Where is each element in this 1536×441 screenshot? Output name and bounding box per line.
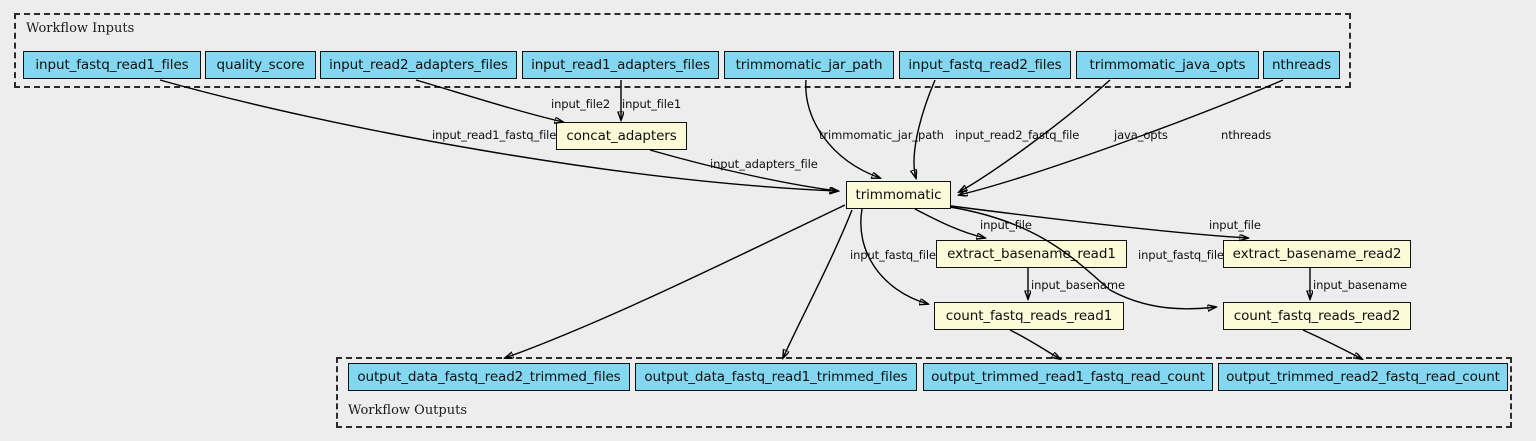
- edge-label-input_file-read1: input_file: [980, 218, 1032, 232]
- output-node-output_trimmed_read2_fastq_read_count[interactable]: output_trimmed_read2_fastq_read_count: [1218, 363, 1508, 391]
- step-node-concat_adapters[interactable]: concat_adapters: [556, 122, 687, 150]
- input-node-trimmomatic_jar_path[interactable]: trimmomatic_jar_path: [724, 51, 894, 79]
- step-node-count_fastq_reads_read1[interactable]: count_fastq_reads_read1: [934, 302, 1124, 330]
- edge-label-input_fastq_file-read2: input_fastq_file: [1138, 248, 1224, 262]
- output-node-output_data_fastq_read1_trimmed_files[interactable]: output_data_fastq_read1_trimmed_files: [635, 363, 917, 391]
- edge-label-input_read1_fastq_file: input_read1_fastq_file: [432, 128, 557, 142]
- edge-label-nthreads: nthreads: [1221, 128, 1272, 142]
- edge-count1-to-output-count1: [1009, 329, 1060, 359]
- workflow-outputs-label: Workflow Outputs: [348, 403, 467, 418]
- edge-label-input_fastq_file-read1: input_fastq_file: [850, 248, 936, 262]
- workflow-inputs-label: Workflow Inputs: [26, 21, 135, 36]
- input-node-nthreads[interactable]: nthreads: [1263, 51, 1340, 79]
- output-node-output_data_fastq_read2_trimmed_files[interactable]: output_data_fastq_read2_trimmed_files: [348, 363, 630, 391]
- edge-label-trimmomatic_jar_path: trimmomatic_jar_path: [819, 128, 944, 142]
- edge-label-input_read2_fastq_file: input_read2_fastq_file: [955, 128, 1080, 142]
- step-node-extract_basename_read2[interactable]: extract_basename_read2: [1223, 240, 1411, 268]
- input-node-quality_score[interactable]: quality_score: [205, 51, 316, 79]
- step-node-count_fastq_reads_read2[interactable]: count_fastq_reads_read2: [1223, 302, 1411, 330]
- input-node-trimmomatic_java_opts[interactable]: trimmomatic_java_opts: [1076, 51, 1259, 79]
- output-node-output_trimmed_read1_fastq_read_count[interactable]: output_trimmed_read1_fastq_read_count: [923, 363, 1213, 391]
- workflow-outputs-group: [336, 357, 1512, 428]
- input-node-input_fastq_read2_files[interactable]: input_fastq_read2_files: [899, 51, 1071, 79]
- edge-label-java_opts: java_opts: [1114, 128, 1168, 142]
- input-node-input_read1_adapters_files[interactable]: input_read1_adapters_files: [522, 51, 719, 79]
- edge-label-input_file1: input_file1: [622, 97, 682, 111]
- edge-trimmomatic-to-output-read1-trimmed: [783, 209, 853, 358]
- input-node-input_read2_adapters_files[interactable]: input_read2_adapters_files: [320, 51, 517, 79]
- edge-label-input_file-read2: input_file: [1209, 218, 1261, 232]
- edge-trimmomatic-to-output-read2-trimmed: [505, 204, 846, 358]
- edge-label-input_file2: input_file2: [551, 97, 611, 111]
- step-node-extract_basename_read1[interactable]: extract_basename_read1: [936, 240, 1127, 268]
- edge-label-input_adapters_file: input_adapters_file: [710, 157, 818, 171]
- input-node-input_fastq_read1_files[interactable]: input_fastq_read1_files: [23, 51, 201, 79]
- step-node-trimmomatic[interactable]: trimmomatic: [846, 181, 951, 209]
- edge-label-input_basename-read1: input_basename: [1031, 278, 1125, 292]
- edge-count2-to-output-count2: [1302, 329, 1362, 359]
- edge-trimmomatic-to-extract1: [914, 208, 985, 238]
- edge-label-input_basename-read2: input_basename: [1313, 278, 1407, 292]
